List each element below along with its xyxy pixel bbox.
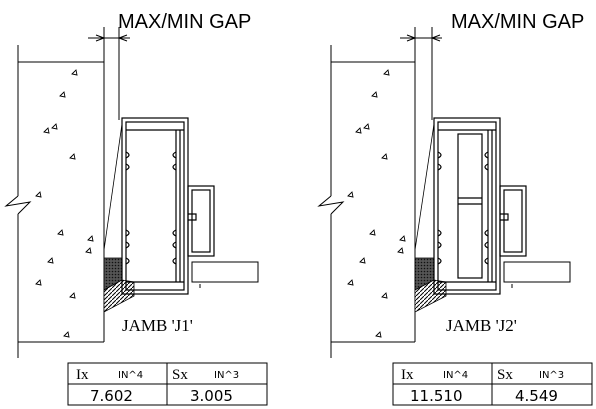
gap-dimension-j1 [88,27,130,120]
glazing-unit-j2 [503,261,571,283]
glazing-unit-j1 [191,261,259,283]
table-header-ix-unit: IN^4 [443,370,468,381]
ix-value: 11.510 [410,387,463,405]
panel-j2: MAX/MIN GAP [317,11,593,406]
aggregate-marks-j1 [35,69,94,338]
table-header-ix-unit: IN^4 [118,370,143,381]
gap-label-j2: MAX/MIN GAP [451,11,584,33]
gap-label-j1: MAX/MIN GAP [118,11,251,33]
table-header-sx: Sx [172,367,188,383]
table-header-ix: Ix [76,367,89,383]
properties-table-j2: Ix IN^4 Sx IN^3 11.510 4.549 [392,362,593,406]
jamb-extrusion-j1 [121,117,215,295]
jamb-extrusion-j2 [433,117,527,295]
gap-dimension-j2 [400,27,442,120]
concrete-wall-j1 [4,45,105,358]
table-header-sx: Sx [497,367,513,383]
panel-j1: MAX/MIN GAP [4,11,268,406]
sx-value: 3.005 [190,387,233,405]
table-header-sx-unit: IN^3 [539,370,564,381]
caption-j1: JAMB 'J1' [122,316,193,335]
sealant-j2 [414,123,447,313]
sx-value: 4.549 [515,387,558,405]
table-header-sx-unit: IN^3 [214,370,239,381]
caption-j2: JAMB 'J2' [446,316,517,335]
table-header-ix: Ix [401,367,414,383]
aggregate-marks-j2 [347,69,406,338]
ix-value: 7.602 [90,387,133,405]
properties-table-j1: Ix IN^4 Sx IN^3 7.602 3.005 [67,362,268,406]
concrete-wall-j2 [317,45,416,358]
sealant-j1 [103,123,135,313]
